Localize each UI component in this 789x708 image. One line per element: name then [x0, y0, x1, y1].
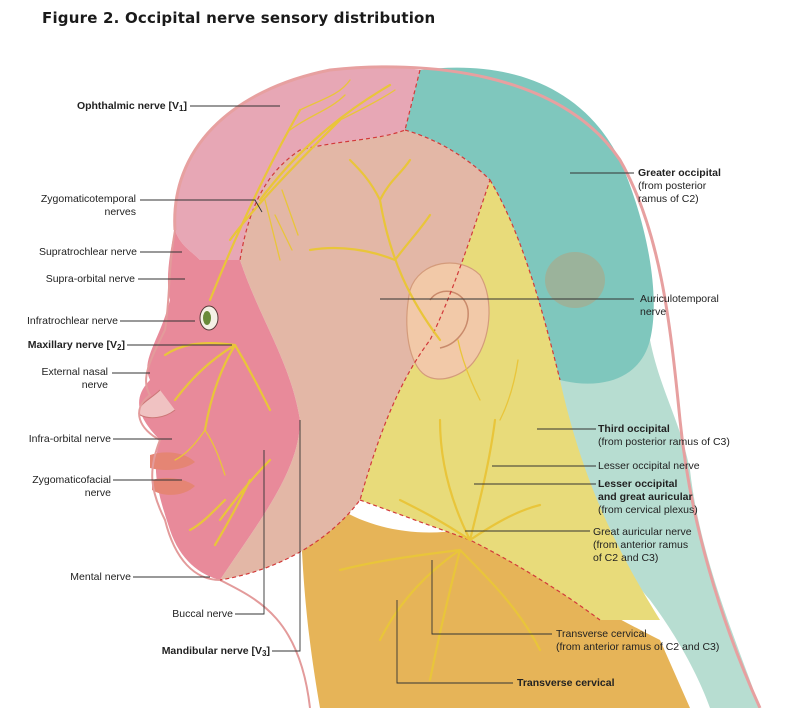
label-zygomaticotemporal: Zygomaticotemporal nerves [40, 193, 136, 218]
label-ophthalmic-nerve: Ophthalmic nerve [V1] [76, 100, 187, 113]
label-buccal-nerve: Buccal nerve [172, 608, 233, 620]
label-third-occipital: Third occipital (from posterior ramus of… [598, 423, 730, 448]
label-greater-occipital: Greater occipital (from posterior ramus … [638, 167, 721, 205]
lesser-occipital-zone [360, 180, 660, 620]
mandibular-zone [220, 130, 490, 580]
label-mandibular-nerve: Mandibular nerve [V3] [161, 645, 270, 658]
label-maxillary-nerve: Maxillary nerve [V2] [27, 339, 125, 352]
label-mental-nerve: Mental nerve [70, 571, 131, 583]
occipital-shading [545, 252, 605, 308]
nerve-branches [163, 79, 542, 682]
label-auriculotemporal: Auriculotemporal nerve [640, 293, 719, 318]
boundary-dashed-2 [219, 129, 491, 581]
head-outline [173, 65, 762, 708]
ear-inner [429, 290, 469, 349]
boundary-dashed-4 [489, 179, 561, 381]
label-lesser-occipital-nerve: Lesser occipital nerve [598, 460, 700, 472]
boundary-dashed-3 [359, 499, 601, 621]
lips [150, 452, 195, 495]
third-occipital-zone [520, 340, 760, 708]
label-infratrochlear: Infratrochlear nerve [26, 315, 118, 327]
label-transverse-cervical-zone: Transverse cervical [517, 677, 615, 689]
label-transverse-cervical-nerve: Transverse cervical (from anterior ramus… [556, 628, 720, 653]
label-lesser-occipital-great-auricular: Lesser occipital and great auricular (fr… [598, 478, 698, 516]
figure-title: Figure 2. Occipital nerve sensory distri… [42, 9, 436, 27]
ear [406, 262, 490, 380]
label-zygomaticofacial: Zygomaticofacial nerve [32, 474, 111, 499]
ophthalmic-zone [174, 66, 420, 260]
iris [203, 311, 211, 325]
label-supratrochlear: Supratrochlear nerve [38, 246, 137, 258]
label-infraorbital: Infra-orbital nerve [28, 433, 111, 445]
greater-occipital-zone [405, 67, 654, 384]
label-great-auricular: Great auricular nerve (from anterior ram… [593, 526, 692, 564]
label-external-nasal: External nasal nerve [41, 366, 108, 391]
leader-lines [112, 105, 634, 684]
transverse-cervical-zone [300, 470, 690, 708]
face-outline [138, 229, 311, 708]
boundary-dashed-1 [239, 69, 421, 261]
label-supraorbital: Supra-orbital nerve [45, 273, 135, 285]
